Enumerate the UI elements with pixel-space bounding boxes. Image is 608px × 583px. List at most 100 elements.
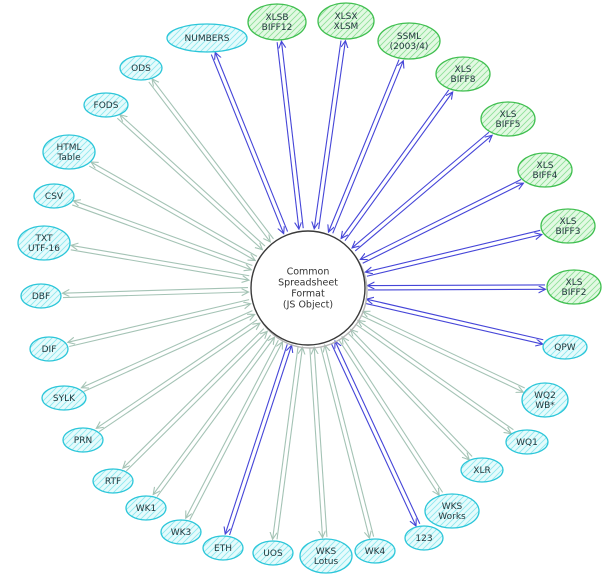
edge-out-xlsb-biff12 <box>282 42 304 229</box>
node-label-wk4: WK4 <box>365 547 386 557</box>
edge-in-123 <box>335 342 421 524</box>
node-dif: DIF <box>29 336 69 362</box>
node-label-ssml-20034: SSML(2003/4) <box>390 32 429 52</box>
node-ellipse-xlr <box>460 457 504 483</box>
edge-out-xlr <box>347 332 469 460</box>
edge-xlsx-xlsm <box>314 41 345 229</box>
edge-out-eth <box>225 344 288 533</box>
node-numbers: NUMBERS <box>166 23 248 53</box>
edge-xls-biff4 <box>361 178 523 264</box>
node-csv: CSV <box>33 183 75 209</box>
edge-in-qpw <box>367 299 544 341</box>
edge-in-txt-utf-16 <box>70 249 249 280</box>
edge-in-wks-lotus <box>314 348 328 537</box>
edge-in-wk4 <box>325 346 375 537</box>
edge-out-txt-utf-16 <box>72 245 250 277</box>
edge-out-prn <box>97 319 258 428</box>
edge-ods <box>148 79 274 241</box>
edge-xls-biff5 <box>352 131 491 252</box>
edge-out-wk4 <box>320 346 370 538</box>
edge-out-ssml-20034 <box>332 61 403 234</box>
edge-in-prn <box>98 323 259 433</box>
edge-out-dbf <box>63 287 248 294</box>
node-ellipse-numbers <box>166 23 248 53</box>
node-ellipse-ods <box>119 55 163 81</box>
edge-ssml-20034 <box>329 59 403 234</box>
node-ellipse-wk3 <box>160 519 202 545</box>
node-ellipse-wks-works <box>424 493 480 529</box>
edge-xls-biff3 <box>366 229 541 277</box>
node-ellipse-xls-biff3 <box>540 208 596 244</box>
node-label-csv: CSV <box>45 192 64 202</box>
node-label-prn: PRN <box>74 436 92 446</box>
edge-out-wq2-wb <box>361 315 523 392</box>
node-ellipse-wq1 <box>505 429 549 455</box>
node-label-fods: FODS <box>94 101 119 111</box>
node-ellipse-txt-utf-16 <box>17 225 71 261</box>
node-label-wk1: WK1 <box>136 504 157 514</box>
edge-out-xls-biff2 <box>368 289 545 290</box>
edge-wq2-wb <box>361 312 525 392</box>
node-sylk: SYLK <box>41 385 87 411</box>
edge-in-eth <box>229 346 292 536</box>
edge-in-dif <box>69 304 250 348</box>
node-ellipse-xlsb-biff12 <box>247 3 307 41</box>
node-ellipse-wks-lotus <box>299 538 353 574</box>
edge-in-numbers <box>210 54 283 234</box>
edge-out-html-table <box>91 162 258 257</box>
node-ellipse-dif <box>29 336 69 362</box>
edge-out-rtf <box>123 328 265 468</box>
node-ellipse-wk1 <box>125 495 167 521</box>
node-eth: ETH <box>202 535 244 561</box>
node-ellipse-xls-biff2 <box>546 269 602 305</box>
edge-in-xls-biff4 <box>361 178 522 259</box>
edge-out-csv <box>74 201 253 267</box>
edge-in-xlr <box>351 330 473 457</box>
center-circle <box>250 230 366 346</box>
node-ellipse-xlsx-xlsm <box>317 2 375 40</box>
edge-out-fods <box>120 115 266 247</box>
edge-fods <box>116 115 266 249</box>
edge-in-uos <box>276 348 302 540</box>
edge-in-xls-biff3 <box>366 229 541 272</box>
edge-xlr <box>347 330 473 460</box>
node-ellipse-xls-biff8 <box>435 56 491 92</box>
node-label-eth: ETH <box>214 544 232 554</box>
edge-in-wk3 <box>189 342 282 521</box>
node-label-wk3: WK3 <box>171 528 192 538</box>
edge-out-wk3 <box>186 339 279 518</box>
node-ellipse-csv <box>33 183 75 209</box>
node-label-ods: ODS <box>131 64 151 74</box>
node-ellipse-qpw <box>542 334 588 360</box>
edge-wks-lotus <box>309 348 328 537</box>
edge-wk4 <box>320 346 375 538</box>
edge-xls-biff2 <box>368 285 545 290</box>
node-ssml-20034: SSML(2003/4) <box>377 22 441 60</box>
node-wk4: WK4 <box>354 538 396 564</box>
edge-123 <box>330 342 421 526</box>
node-ellipse-rtf <box>92 468 134 494</box>
node-label-rtf: RTF <box>105 477 121 487</box>
edge-out-dif <box>68 299 250 343</box>
edge-rtf <box>123 328 267 472</box>
edge-out-numbers <box>215 53 289 232</box>
node-ellipse-uos <box>252 540 294 566</box>
edge-in-sylk <box>83 315 255 393</box>
node-qpw: QPW <box>542 334 588 360</box>
node-rtf: RTF <box>92 468 134 494</box>
edge-in-wq1 <box>358 321 514 431</box>
edge-dbf <box>63 287 248 299</box>
node-ellipse-eth <box>202 535 244 561</box>
